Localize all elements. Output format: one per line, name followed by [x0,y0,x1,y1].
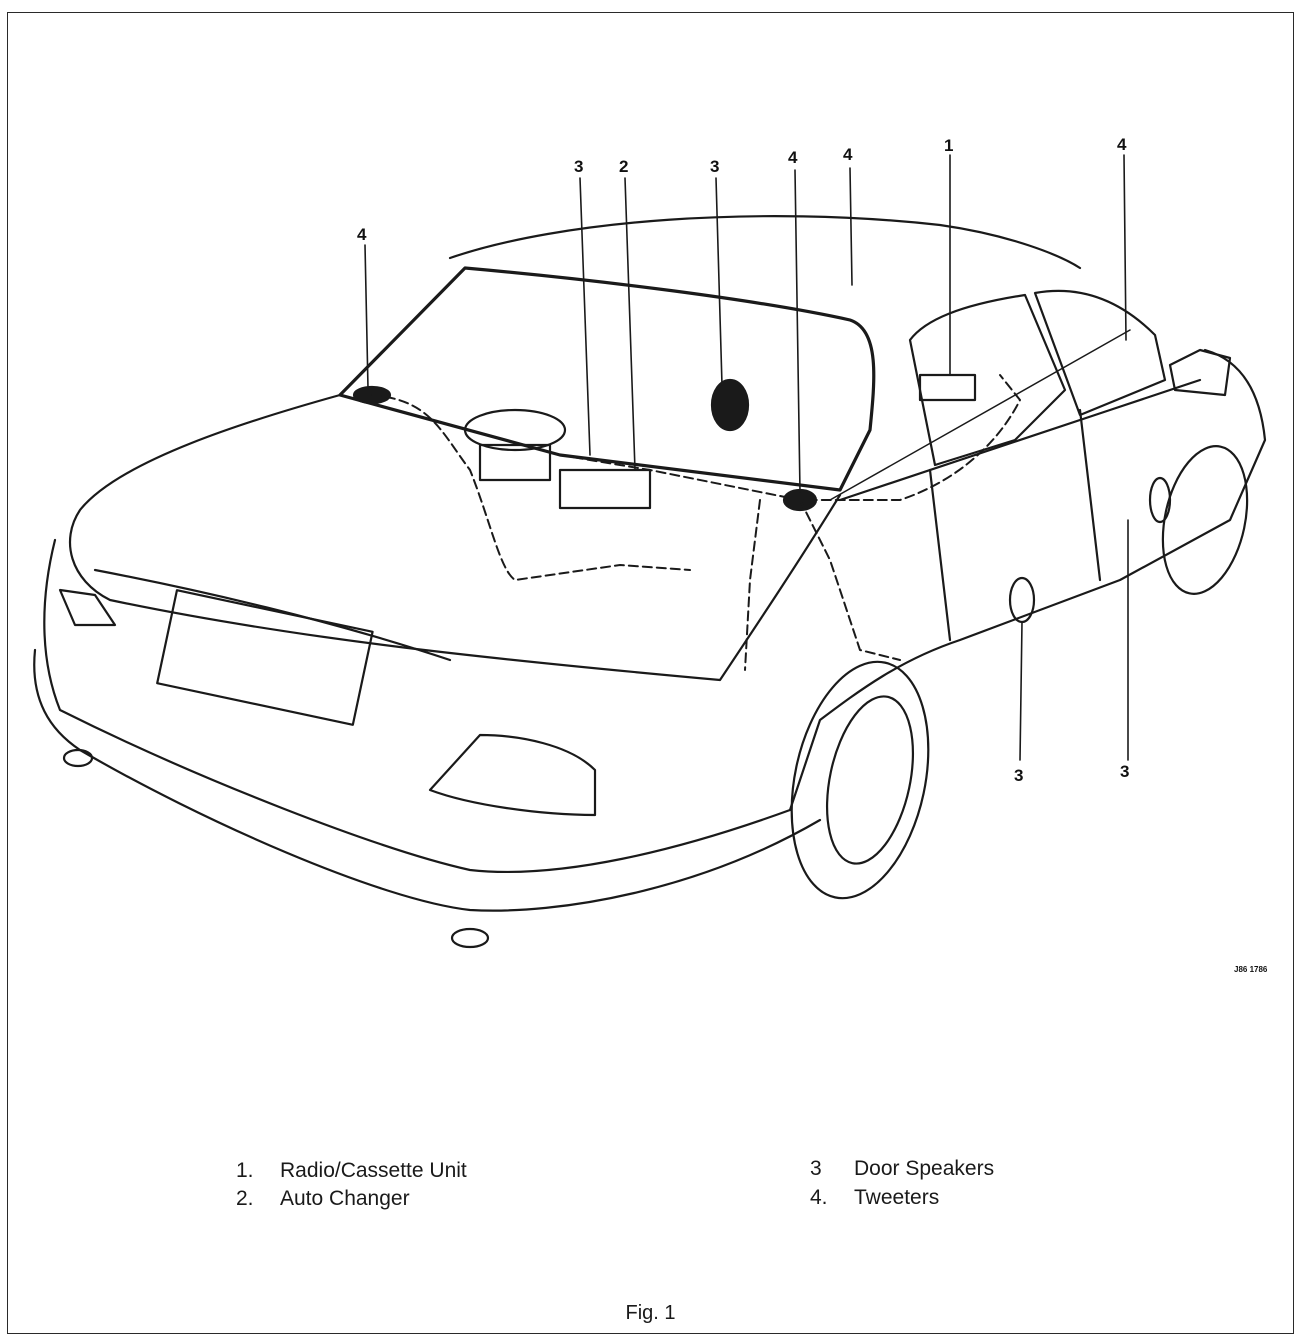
legend-number: 3 [810,1157,822,1180]
front-wheel [1161,445,1249,595]
boot-lid [68,393,842,682]
roof-outline [448,215,1082,270]
callout-label: 4 [357,225,367,244]
legend-item-4: 4. Tweeters [810,1184,939,1212]
callout-label: 3 [1120,762,1129,781]
callout-label: 3 [1014,766,1023,785]
legend-label: Door Speakers [854,1157,995,1180]
side-body [788,348,1267,812]
auto-changer [558,468,652,510]
callout-label: 4 [788,148,798,167]
front-side-window [1033,289,1167,417]
door-mirror [1168,348,1232,397]
rear-door [928,408,1102,642]
amplifier [478,443,552,482]
callout-label: 3 [574,157,583,176]
figure-caption: Fig. 1 [625,1302,676,1324]
rear-window [338,266,876,492]
exhaust-right [450,927,490,949]
figure-frame [7,12,1294,1334]
exhaust-left [62,748,94,768]
callout-label: 4 [1117,135,1127,154]
legend-number: 2. [236,1187,254,1210]
door-speaker-rear [1008,576,1036,624]
door-speaker-front [1148,476,1172,524]
legend-item-3: 3 Door Speakers [810,1155,994,1183]
license-plate [156,589,374,726]
wiring-harness [371,374,1021,671]
callout-leaders [364,154,1129,761]
rear-bumper [43,538,792,873]
callout-labels: 3 2 3 4 4 1 4 4 3 3 [357,135,1129,785]
rear-wheel [790,660,930,900]
callout-label: 4 [843,145,853,164]
rear-side-window [908,293,1067,467]
tail-lamp-right [428,733,597,817]
radio-cassette-unit [918,373,977,402]
rear-speaker [710,378,750,432]
callout-label: 2 [619,157,628,176]
legend-item-1: 1. Radio/Cassette Unit [236,1157,467,1185]
tail-lamp-left [58,588,117,627]
legend-label: Auto Changer [280,1187,410,1210]
legend-label: Tweeters [854,1186,940,1209]
parcel-shelf-speaker [463,408,567,452]
legend-label: Radio/Cassette Unit [280,1159,467,1182]
legend-number: 1. [236,1159,254,1182]
callout-label: 1 [944,136,953,155]
callout-label: 3 [710,157,719,176]
legend-item-2: 2. Auto Changer [236,1185,410,1213]
legend-number: 4. [810,1186,828,1209]
drawing-reference-code: J86 1786 [1234,965,1268,974]
